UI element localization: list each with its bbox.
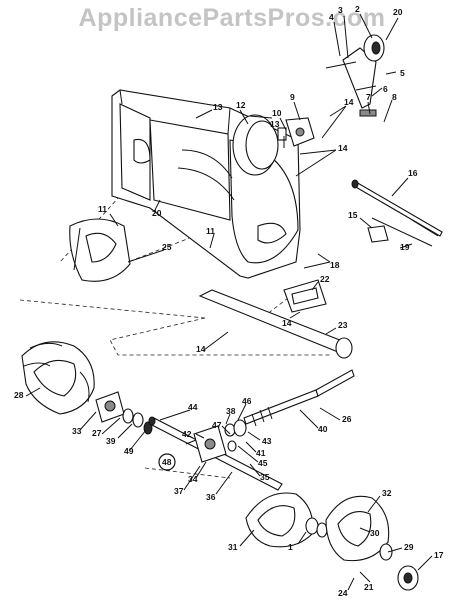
callout-14: 14 <box>344 97 354 107</box>
callout-21: 21 <box>364 582 374 592</box>
callout-27: 27 <box>92 428 102 438</box>
callout-14: 14 <box>282 318 292 328</box>
skid-shoe <box>283 279 327 313</box>
belt-bracket <box>325 34 385 117</box>
callout-20: 20 <box>152 208 162 218</box>
callout-29: 29 <box>404 542 414 552</box>
callout-24: 24 <box>338 588 348 598</box>
callout-39: 39 <box>106 436 116 446</box>
gear-case <box>185 425 227 463</box>
callout-6: 6 <box>383 84 388 94</box>
callout-22: 22 <box>320 274 330 284</box>
callout-40: 40 <box>318 424 328 434</box>
callout-19: 19 <box>400 242 410 252</box>
callout-14: 14 <box>338 143 348 153</box>
end-cap <box>397 565 419 591</box>
callout-28: 28 <box>14 390 24 400</box>
callout-47: 47 <box>212 420 222 430</box>
callout-32: 32 <box>382 488 392 498</box>
callout-14: 14 <box>196 344 206 354</box>
callout-23: 23 <box>338 320 348 330</box>
callout-42: 42 <box>182 429 192 439</box>
callout-37: 37 <box>174 486 184 496</box>
impeller-ring <box>232 114 279 176</box>
callout-38: 38 <box>226 406 236 416</box>
callout-48: 48 <box>162 457 172 467</box>
callout-49: 49 <box>124 446 134 456</box>
callout-30: 30 <box>370 528 380 538</box>
callout-33: 33 <box>72 426 82 436</box>
callout-4: 4 <box>329 12 334 22</box>
side-shield <box>69 218 131 282</box>
callout-43: 43 <box>262 436 272 446</box>
callout-36: 36 <box>206 492 216 502</box>
callout-25: 25 <box>162 242 172 252</box>
callout-1: 1 <box>288 542 293 552</box>
callout-3: 3 <box>338 5 343 15</box>
bearing-plate <box>277 117 315 147</box>
callout-34: 34 <box>188 474 198 484</box>
callout-labels: 3 2 20 4 5 6 13 12 10 9 7 14 8 13 14 16 … <box>14 4 444 598</box>
callout-7: 7 <box>366 92 371 102</box>
callout-45: 45 <box>258 458 268 468</box>
callout-18: 18 <box>330 260 340 270</box>
callout-11: 11 <box>206 226 215 236</box>
callout-17: 17 <box>434 550 444 560</box>
center-auger-flight <box>245 492 328 548</box>
bushings <box>224 419 247 452</box>
callout-20: 20 <box>393 7 403 17</box>
callout-12: 12 <box>236 100 246 110</box>
callout-11: 11 <box>98 204 107 214</box>
callout-10: 10 <box>272 108 282 118</box>
right-auger-flight <box>325 495 393 562</box>
callout-31: 31 <box>228 542 238 552</box>
callout-15: 15 <box>348 210 358 220</box>
callout-16: 16 <box>408 168 418 178</box>
part-48-marker <box>158 453 176 471</box>
callout-35: 35 <box>260 472 270 482</box>
callout-5: 5 <box>400 68 405 78</box>
worm-shaft <box>243 369 355 427</box>
callout-44: 44 <box>188 402 198 412</box>
callout-9: 9 <box>290 92 295 102</box>
left-auger-flight <box>21 341 95 415</box>
watermark: AppliancePartsPros.com <box>78 4 386 32</box>
shaft-pin <box>367 217 433 247</box>
auger-shaft <box>351 179 443 237</box>
callout-13: 13 <box>213 102 223 112</box>
bearing-housing-left <box>95 391 125 423</box>
callout-8: 8 <box>392 92 397 102</box>
cross-beam <box>198 289 353 359</box>
callout-46: 46 <box>242 396 252 406</box>
washer-stack <box>122 408 153 435</box>
callout-41: 41 <box>256 448 266 458</box>
callout-2: 2 <box>355 4 360 14</box>
callout-26: 26 <box>342 414 352 424</box>
callout-13: 13 <box>270 119 280 129</box>
leader-lines <box>25 13 433 591</box>
